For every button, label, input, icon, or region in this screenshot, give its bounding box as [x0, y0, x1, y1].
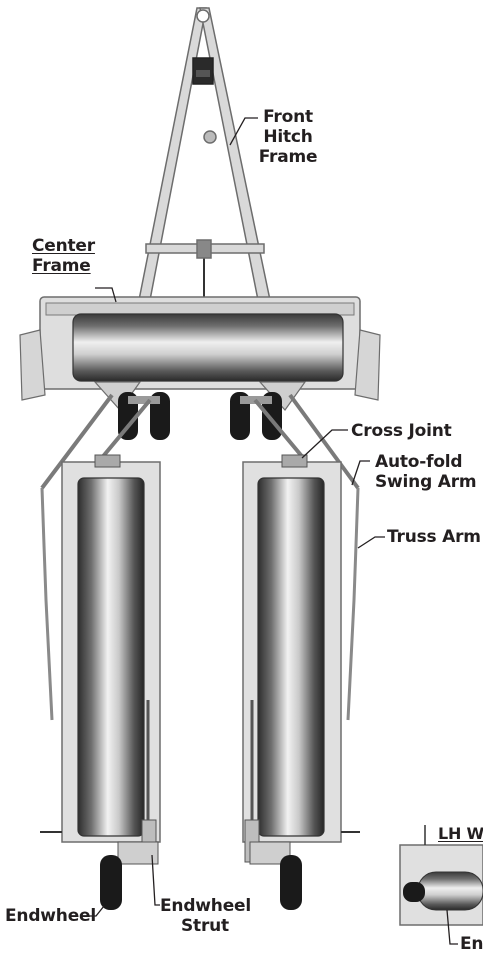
front-hitch-frame-label: Front Hitch Frame: [258, 107, 318, 167]
en-partial-label: En: [460, 934, 483, 954]
auto-fold-swing-arm-label: Auto-fold Swing Arm: [375, 452, 477, 492]
left-wing-frame: [40, 454, 161, 910]
truss-arm-label: Truss Arm: [387, 527, 481, 547]
cross-joint-label: Cross Joint: [351, 421, 452, 441]
lh-wing-label: LH W: [438, 824, 483, 843]
center-wheels: [118, 392, 282, 440]
front-hitch-frame: [138, 7, 271, 301]
right-wing-frame: [242, 454, 360, 910]
center-frame-label: Center Frame: [32, 236, 95, 276]
center-frame: [19, 296, 381, 411]
lh-wing-partial: [399, 825, 483, 926]
endwheel-strut-label: Endwheel Strut: [160, 896, 251, 936]
truss-arms: [40, 393, 360, 490]
leader-lines: [86, 117, 458, 945]
truss-arm-outer: [40, 487, 360, 721]
endwheel-label: Endwheel: [5, 906, 96, 926]
